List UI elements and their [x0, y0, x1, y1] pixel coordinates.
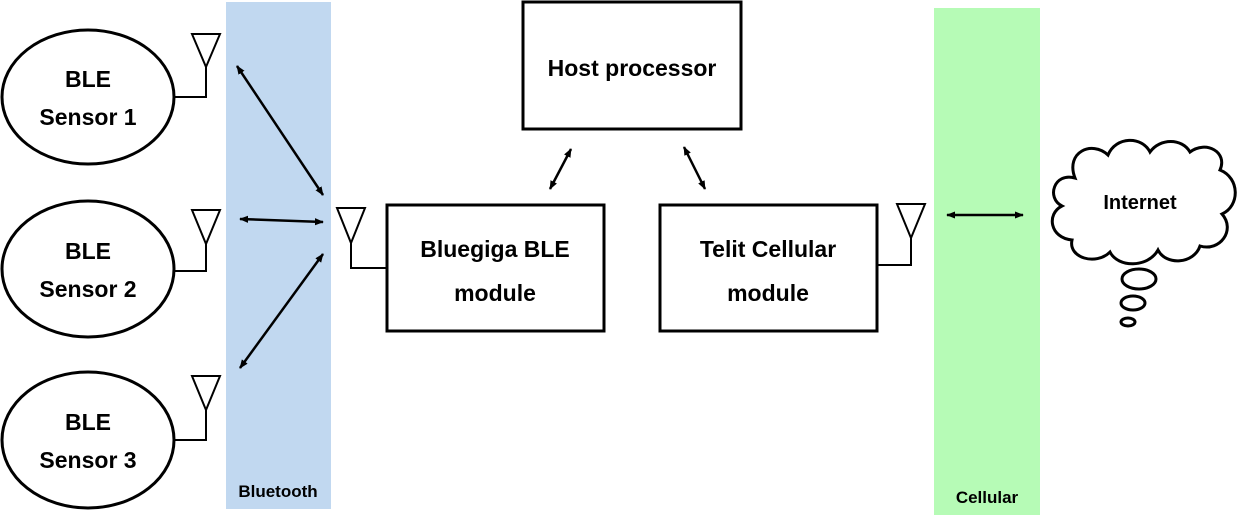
ble-module-box — [385, 203, 606, 333]
cellular-module-box — [658, 203, 879, 333]
sensor-2-line2: Sensor 2 — [39, 276, 136, 302]
sensor-2-line1: BLE — [65, 238, 111, 264]
cellular-module-line2: module — [727, 280, 809, 306]
host-processor: Host processor — [521, 0, 743, 131]
sensor-2-ellipse — [0, 199, 176, 339]
sensor-1-ellipse — [0, 28, 176, 166]
host-cellular-link-arrow — [682, 146, 707, 190]
bt-link-arrow-1 — [235, 65, 325, 196]
ble-module: Bluegiga BLE module — [335, 203, 606, 333]
bt-link-arrow-3 — [238, 253, 325, 369]
bluetooth-band-fill — [226, 2, 331, 509]
bluetooth-band: Bluetooth — [226, 2, 331, 509]
internet-label: Internet — [1103, 192, 1177, 214]
host-processor-box — [521, 0, 743, 131]
sensor-1-line2: Sensor 1 — [39, 104, 136, 130]
sensor-1-line1: BLE — [65, 66, 111, 92]
host-ble-link-arrow — [548, 148, 573, 190]
cellular-band-fill — [934, 8, 1040, 515]
sensor-1: BLE Sensor 1 — [0, 28, 222, 166]
cellular-band: Cellular — [934, 8, 1040, 515]
host-processor-label: Host processor — [548, 55, 717, 81]
ble-module-antenna-icon — [335, 207, 387, 269]
sensor-3-ellipse — [0, 370, 176, 510]
cellular-module: Telit Cellular module — [658, 203, 927, 333]
cellular-band-label: Cellular — [956, 488, 1019, 507]
sensor-3: BLE Sensor 3 — [0, 370, 222, 510]
bluetooth-band-label: Bluetooth — [238, 482, 317, 501]
ble-module-line2: module — [454, 280, 536, 306]
sensor-3-line2: Sensor 3 — [39, 447, 136, 473]
cellular-module-line1: Telit Cellular — [700, 236, 836, 262]
ble-module-line1: Bluegiga BLE — [420, 236, 570, 262]
sensor-1-antenna-icon — [175, 33, 222, 98]
sensor-2-antenna-icon — [175, 209, 222, 272]
cellular-module-antenna-icon — [877, 203, 927, 266]
sensor-2: BLE Sensor 2 — [0, 199, 222, 339]
sensor-3-antenna-icon — [175, 375, 222, 441]
bt-link-arrow-2 — [239, 215, 324, 226]
sensor-3-line1: BLE — [65, 409, 111, 435]
internet-cloud-icon — [1050, 138, 1237, 328]
